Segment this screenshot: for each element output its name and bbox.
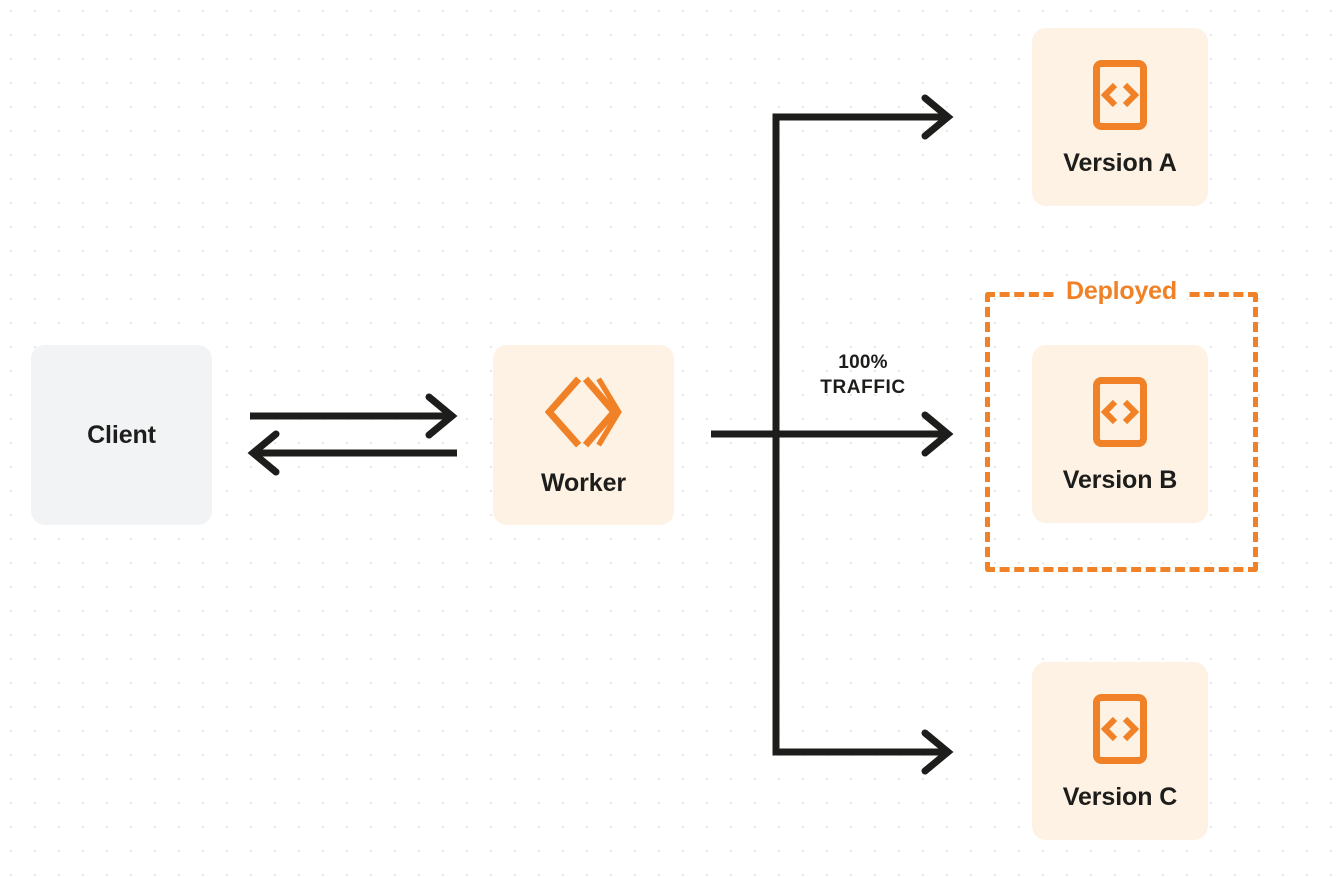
arrow-worker-to-version-c — [921, 729, 954, 775]
arrow-worker-to-version-a — [921, 94, 954, 140]
arrow-worker-to-version-b — [711, 411, 954, 457]
deployed-group-label: Deployed — [1056, 279, 1187, 304]
client-label: Client — [87, 420, 156, 449]
version-b-node[interactable]: Version B — [1032, 345, 1208, 523]
arrow-worker-to-client — [247, 430, 457, 476]
traffic-label: 100% TRAFFIC — [788, 350, 938, 400]
arrow-client-to-worker — [250, 393, 458, 439]
worker-label: Worker — [540, 468, 627, 497]
worker-node[interactable]: Worker — [493, 345, 674, 525]
version-a-node[interactable]: Version A — [1032, 28, 1208, 206]
code-file-icon — [1092, 59, 1148, 131]
version-c-node[interactable]: Version C — [1032, 662, 1208, 840]
version-c-label: Version C — [1062, 782, 1178, 811]
code-file-icon — [1092, 693, 1148, 765]
deployed-group: Deployed — [985, 279, 1258, 572]
traffic-word-text: TRAFFIC — [820, 377, 906, 399]
code-file-icon — [1092, 376, 1148, 448]
client-node[interactable]: Client — [31, 345, 212, 525]
traffic-trunk-line — [772, 113, 948, 756]
version-b-label: Version B — [1062, 465, 1178, 494]
traffic-percent-text: 100% — [838, 352, 888, 373]
cloudflare-workers-logo-icon — [544, 375, 623, 449]
version-a-label: Version A — [1063, 148, 1177, 177]
